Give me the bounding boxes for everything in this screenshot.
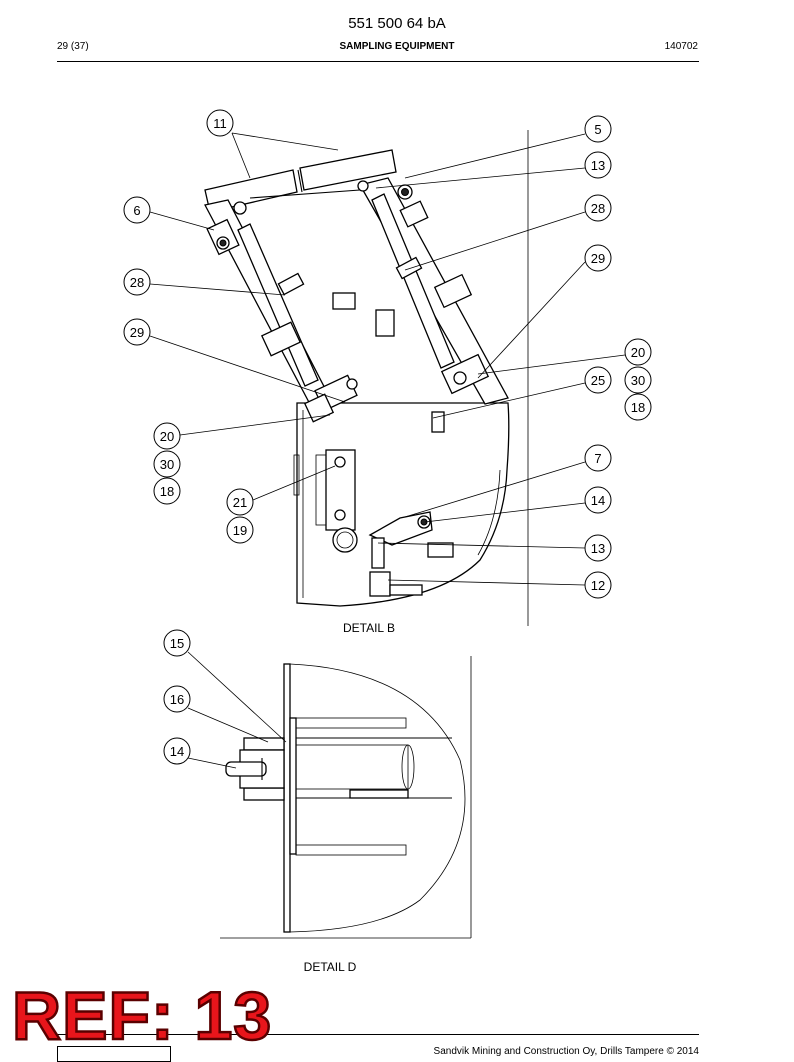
ref-overlay-label: REF: 13: [11, 978, 273, 1054]
callout-20-right: 20: [624, 338, 652, 366]
svg-text:14: 14: [591, 493, 605, 508]
svg-text:11: 11: [213, 116, 227, 131]
svg-text:14: 14: [170, 744, 184, 759]
callout-30-right: 30: [624, 366, 652, 394]
document-number: 551 500 64 bA: [348, 15, 446, 32]
svg-text:16: 16: [170, 692, 184, 707]
callout-15: 15: [163, 629, 191, 657]
callout-21: 21: [226, 488, 254, 516]
callout-18-left: 18: [153, 477, 181, 505]
svg-text:7: 7: [594, 451, 601, 466]
callout-6: 6: [123, 196, 151, 224]
svg-text:21: 21: [233, 495, 247, 510]
footer-copyright: Sandvik Mining and Construction Oy, Dril…: [433, 1046, 699, 1057]
callout-25: 25: [584, 366, 612, 394]
section-title: SAMPLING EQUIPMENT: [339, 41, 455, 52]
detail-d-caption: DETAIL D: [304, 960, 357, 974]
document-code: 140702: [664, 41, 698, 52]
callout-16: 16: [163, 685, 191, 713]
callout-29-left: 29: [123, 318, 151, 346]
svg-text:5: 5: [594, 122, 601, 137]
svg-text:29: 29: [591, 251, 605, 266]
callout-11: 11: [206, 109, 234, 137]
callout-13-top: 13: [584, 151, 612, 179]
callout-28-left: 28: [123, 268, 151, 296]
callout-13-bottom: 13: [584, 534, 612, 562]
callout-20-left: 20: [153, 422, 181, 450]
svg-text:25: 25: [591, 373, 605, 388]
header-divider: [57, 61, 699, 62]
svg-text:30: 30: [631, 373, 645, 388]
detail-d-leaders: [187, 651, 287, 769]
callout-29-right: 29: [584, 244, 612, 272]
svg-text:20: 20: [160, 429, 174, 444]
svg-text:29: 29: [130, 325, 144, 340]
svg-text:28: 28: [591, 201, 605, 216]
svg-text:6: 6: [133, 203, 140, 218]
callout-12: 12: [584, 571, 612, 599]
svg-text:12: 12: [591, 578, 605, 593]
callout-7: 7: [584, 444, 612, 472]
detail-b-drawing: [204, 130, 529, 626]
page-number: 29 (37): [57, 41, 89, 52]
callout-19: 19: [226, 516, 254, 544]
svg-text:15: 15: [170, 636, 184, 651]
svg-text:20: 20: [631, 345, 645, 360]
callout-28-right: 28: [584, 194, 612, 222]
detail-b-callouts: 11 5 13 6 28 28 29 29 20 30 18 25 20 30 …: [123, 109, 652, 599]
svg-text:13: 13: [591, 158, 605, 173]
svg-text:28: 28: [130, 275, 144, 290]
detail-d-callouts: 15 16 14: [163, 629, 191, 765]
detail-b-leaders: [149, 132, 626, 586]
svg-text:13: 13: [591, 541, 605, 556]
svg-text:19: 19: [233, 523, 247, 538]
svg-text:18: 18: [160, 484, 174, 499]
svg-text:18: 18: [631, 400, 645, 415]
detail-b-caption: DETAIL B: [343, 621, 395, 635]
callout-14-d: 14: [163, 737, 191, 765]
callout-18-right: 18: [624, 393, 652, 421]
callout-14-b: 14: [584, 486, 612, 514]
detail-d-drawing: [220, 656, 472, 939]
footer-divider: [57, 1034, 699, 1035]
callout-30-left: 30: [153, 450, 181, 478]
svg-text:30: 30: [160, 457, 174, 472]
callout-5: 5: [584, 115, 612, 143]
